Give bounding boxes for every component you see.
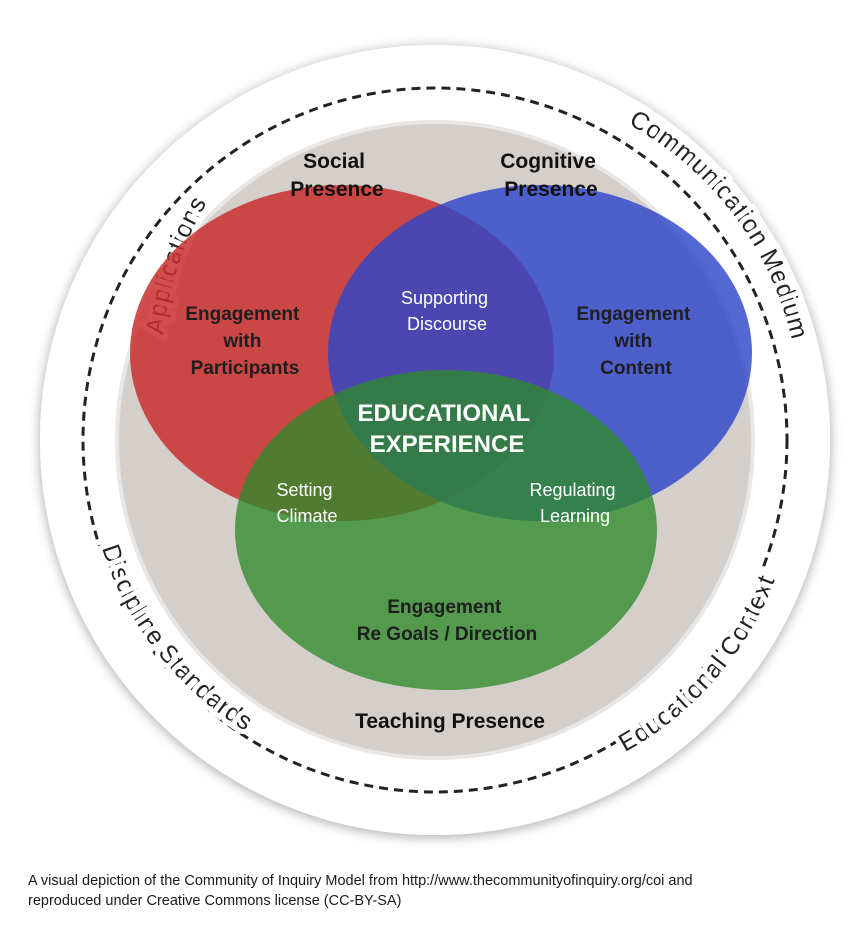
figure-caption: A visual depiction of the Community of I… [28, 871, 848, 911]
community-of-inquiry-diagram: Applications Communication Medium Discip… [40, 45, 830, 835]
social-presence-title: Social Presence [290, 150, 383, 201]
teaching-presence-ellipse [235, 370, 657, 690]
context-dashed-ring [81, 86, 789, 794]
engagement-with-content-label: Engagement with Content [576, 304, 695, 379]
cognitive-presence-title: Cognitive Presence [500, 150, 602, 201]
supporting-discourse-label: Supporting Discourse [401, 288, 493, 334]
caption-line-2: reproduced under Creative Commons licens… [28, 893, 402, 909]
teaching-presence-title: Teaching Presence [355, 710, 545, 733]
setting-climate-label: Setting Climate [276, 480, 337, 526]
engagement-with-participants-label: Engagement with Participants [185, 304, 304, 379]
engagement-goals-direction-label: Engagement Re Goals / Direction [357, 597, 538, 645]
regulating-learning-label: Regulating Learning [529, 480, 620, 526]
educational-experience-label: EDUCATIONAL EXPERIENCE [357, 400, 536, 458]
caption-line-1: A visual depiction of the Community of I… [28, 873, 693, 889]
